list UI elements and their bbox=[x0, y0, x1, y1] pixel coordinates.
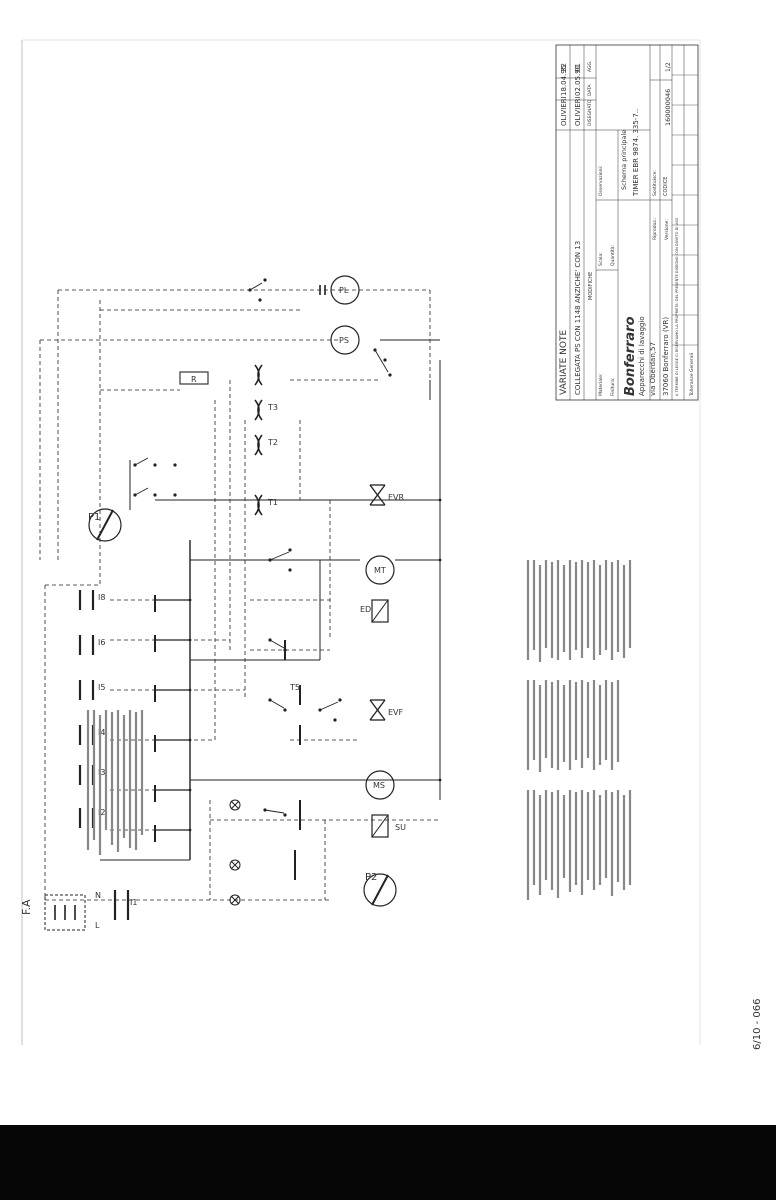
label-ps: PS bbox=[339, 336, 349, 345]
schematic-sheet: VARIATE NOTE COLLEGATA PS CON 1148 ANZIC… bbox=[20, 39, 701, 1045]
versione-label: Versione: bbox=[664, 219, 670, 240]
label-r: R bbox=[191, 375, 197, 384]
label-l: L bbox=[95, 921, 100, 930]
materiale-label: Materiale: bbox=[598, 373, 604, 396]
label-n: N bbox=[95, 891, 101, 900]
code-2: 01 bbox=[574, 63, 582, 72]
label-i8: I8 bbox=[98, 593, 105, 602]
label-t3: T3 bbox=[267, 403, 278, 412]
revision-1: COLLEGATA PS CON 1148 ANZICHE' CON 13 bbox=[574, 241, 582, 395]
riprodotto-label: Riproduz.: bbox=[652, 217, 658, 240]
sheet-value: 1/2 bbox=[665, 62, 672, 72]
component-labels: F.A P1 P2 MT MS PL PS SU ED EVR EVF R T1… bbox=[20, 286, 406, 930]
label-i5: I5 bbox=[98, 683, 105, 692]
drawing-subtitle: TIMER EBR 9874. 335-7.. bbox=[632, 109, 640, 197]
col-designed: DISEGNATO bbox=[587, 99, 593, 126]
label-ms: MS bbox=[373, 781, 385, 790]
label-evr: EVR bbox=[388, 493, 405, 502]
date-1: 18.04.95 bbox=[560, 65, 568, 96]
name-2: OLIVIERI bbox=[574, 96, 582, 126]
osservazioni-label: Osservazioni: bbox=[598, 166, 604, 196]
company-line-1: Apparecchi di lavaggio bbox=[638, 316, 646, 396]
scala-label: Scala: bbox=[598, 252, 604, 266]
title-block: VARIATE NOTE COLLEGATA PS CON 1148 ANZIC… bbox=[555, 44, 699, 401]
revisions-header: VARIATE NOTE bbox=[559, 330, 569, 395]
label-t1: T1 bbox=[267, 498, 278, 507]
label-i1: I1 bbox=[130, 898, 137, 907]
label-pl: PL bbox=[339, 286, 349, 295]
name-1: OLIVIERI bbox=[560, 96, 568, 126]
legend-column-2 bbox=[526, 790, 632, 900]
legend-column-4 bbox=[526, 560, 632, 662]
label-i2: I2 bbox=[98, 808, 105, 817]
legend-column-3 bbox=[526, 680, 620, 772]
label-evf: EVF bbox=[388, 708, 404, 717]
schematic-svg: VARIATE NOTE COLLEGATA PS CON 1148 ANZIC… bbox=[20, 39, 701, 1045]
label-p2: P2 bbox=[365, 872, 377, 883]
company-line-2: via Oberdan,57 bbox=[649, 342, 657, 396]
label-mt: MT bbox=[374, 566, 386, 575]
circuit-diagram bbox=[39, 275, 442, 931]
legend-column-1 bbox=[86, 710, 144, 855]
col-sign: AGG. bbox=[587, 61, 593, 72]
label-i3: I3 bbox=[98, 768, 105, 777]
legend-lists bbox=[86, 560, 632, 900]
company-logo: Bonferraro bbox=[623, 316, 638, 396]
code-value: 160000046 bbox=[664, 89, 672, 126]
label-i4: I4 bbox=[98, 728, 105, 737]
col-date: DATA bbox=[587, 83, 593, 96]
label-t5: T5 bbox=[289, 683, 300, 692]
drawing-title: Schema principale bbox=[620, 130, 628, 190]
quantita-label: Quantità: bbox=[609, 245, 616, 266]
sostituisce-label: Sostituisce: bbox=[652, 170, 658, 196]
revision-2: MODIFICHE bbox=[588, 272, 594, 300]
company-line-3: 37060 Bonferraro (VR) bbox=[662, 317, 670, 396]
legal-note: A TERMINE DI LEGGE CI RISERVIAMO LA PROP… bbox=[675, 217, 679, 396]
tolerance-label: Tolleranze Generali bbox=[689, 353, 695, 397]
code-1: 32 bbox=[560, 63, 568, 72]
label-su: SU bbox=[395, 823, 406, 832]
label-ed: ED bbox=[360, 605, 371, 614]
page-code: 6/10 - 066 bbox=[752, 998, 763, 1050]
label-i6: I6 bbox=[98, 638, 105, 647]
label-fa: F.A bbox=[20, 899, 33, 915]
code-label: CODICE bbox=[663, 177, 669, 196]
bottom-band bbox=[0, 1125, 776, 1200]
finitura-label: Finitura: bbox=[610, 378, 616, 396]
date-2: 02.05.91 bbox=[574, 65, 582, 96]
label-p1: P1 bbox=[88, 512, 100, 523]
label-t2: T2 bbox=[267, 438, 278, 447]
